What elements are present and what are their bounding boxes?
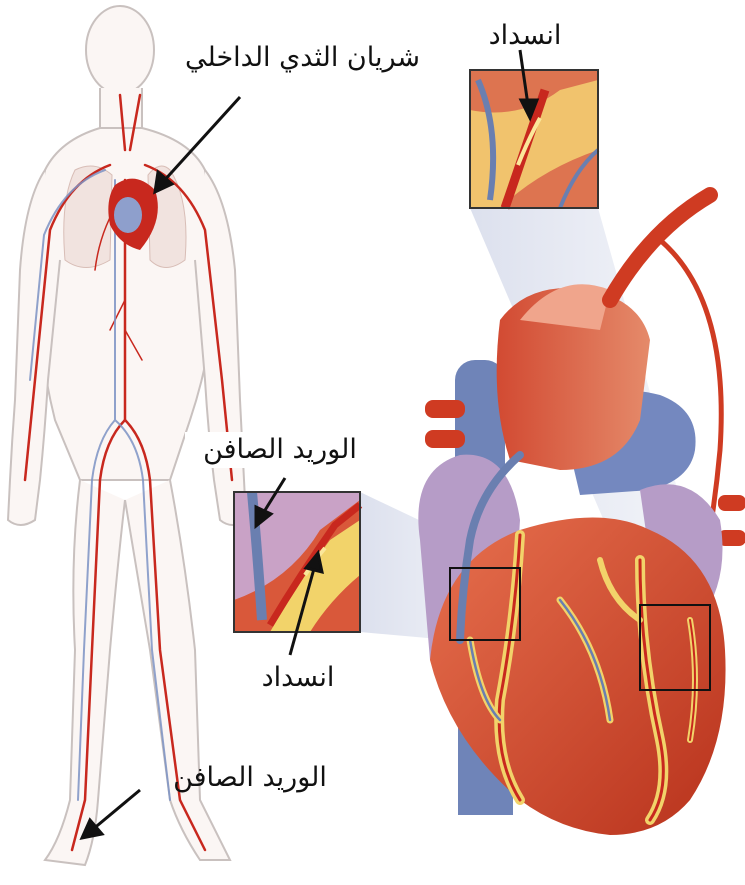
pulmonary-vein-stub-2 [425, 430, 465, 448]
middle-inset [234, 492, 360, 632]
label-saphenous-vein-mid: الوريد الصافن [185, 432, 375, 468]
head-outline [86, 6, 154, 94]
label-occlusion-top: انسداد [470, 18, 580, 54]
pulmonary-vein-stub-1 [425, 400, 465, 418]
right-leg-outline [45, 480, 125, 865]
right-lung [64, 166, 112, 268]
pulmonary-vein-stub-3 [718, 495, 745, 511]
label-occlusion-mid: انسداد [248, 660, 348, 688]
label-internal-mammary-artery: شريان الثدي الداخلي [240, 40, 420, 76]
top-inset [470, 70, 598, 208]
label-saphenous-vein-bottom: الوريد الصافن [160, 760, 340, 796]
large-heart [418, 195, 745, 835]
body-heart-atrium [114, 197, 142, 233]
left-leg-outline [125, 480, 230, 860]
